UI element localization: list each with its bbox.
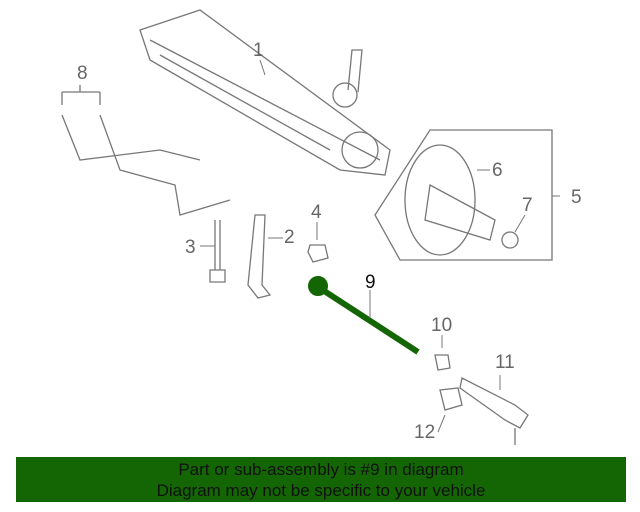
callout-5[interactable]: 5 (571, 187, 582, 208)
banner-line-1: Part or sub-assembly is #9 in diagram (178, 460, 464, 479)
callout-10[interactable]: 10 (431, 315, 453, 336)
nut-10[interactable] (434, 354, 451, 371)
bolt[interactable] (209, 220, 226, 283)
callout-4[interactable]: 4 (311, 202, 322, 223)
callout-8[interactable]: 8 (77, 63, 88, 84)
nut-12[interactable] (439, 387, 463, 411)
callout-1[interactable]: 1 (253, 40, 264, 61)
hydraulic-lines[interactable] (61, 85, 231, 216)
inner-tie-rod[interactable] (308, 276, 420, 355)
banner-line-2: Diagram may not be specific to your vehi… (156, 481, 486, 500)
boot[interactable] (404, 144, 476, 256)
steering-rack[interactable] (139, 9, 391, 176)
nut-4[interactable] (307, 244, 329, 263)
info-banner: Part or sub-assembly is #9 in diagram Di… (16, 457, 626, 502)
callout-9[interactable]: 9 (365, 272, 376, 293)
callout-12[interactable]: 12 (414, 422, 436, 443)
outer-tie-rod[interactable] (459, 377, 529, 445)
bracket[interactable] (247, 214, 272, 299)
callout-11[interactable]: 11 (495, 352, 515, 373)
callout-2[interactable]: 2 (284, 227, 295, 248)
callout-6[interactable]: 6 (492, 160, 503, 181)
boot-kit-box[interactable] (374, 129, 553, 261)
callout-3[interactable]: 3 (185, 237, 196, 258)
callout-7[interactable]: 7 (522, 195, 533, 216)
